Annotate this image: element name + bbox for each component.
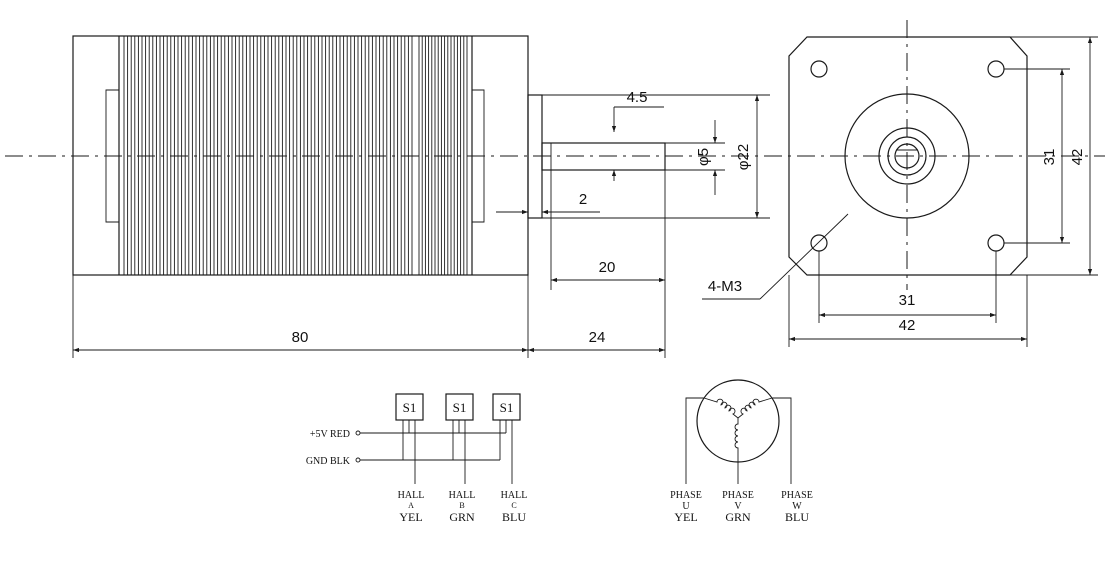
dim-hole-pitch-v: 31 (1041, 149, 1058, 166)
hall-a-label: HALL (398, 490, 425, 501)
hall-sensor-c: S1 (492, 393, 521, 484)
hall-wiring-diagram: S1 S1 S1 +5V RED GND BLK HALL A Y (306, 393, 528, 524)
coil-u-icon (703, 397, 739, 419)
hall-c-color: BLU (502, 510, 526, 524)
hall-c-letter: C (511, 501, 516, 510)
dim-flange-v: 42 (1069, 149, 1086, 166)
phase-w-color: BLU (785, 510, 809, 524)
dim-shaft-flat: 20 (599, 259, 616, 276)
dim-mount-holes: 4-M3 (708, 278, 742, 295)
coil-v-icon (734, 418, 739, 484)
hall-b-color: GRN (449, 510, 475, 524)
phase-u-letter: U (682, 501, 690, 512)
dim-body-length: 80 (292, 329, 309, 346)
dim-boss-depth: 2 (579, 191, 587, 208)
svg-text:S1: S1 (453, 400, 467, 415)
mount-hole-bl (810, 234, 828, 252)
hall-sensor-b: S1 (445, 393, 474, 484)
dim-shaft-length: 24 (589, 329, 606, 346)
phase-w-label: PHASE (781, 490, 813, 501)
svg-text:S1: S1 (500, 400, 514, 415)
dim-boss-dia: φ22 (735, 144, 752, 170)
phase-u-color: YEL (674, 510, 697, 524)
mount-hole-tl (810, 60, 828, 78)
hall-a-color: YEL (399, 510, 422, 524)
hall-c-label: HALL (501, 490, 528, 501)
dim-flat-depth: 4.5 (627, 89, 648, 106)
ground-label: GND BLK (306, 456, 351, 467)
hall-sensor-a: S1 (395, 393, 424, 484)
phase-u-label: PHASE (670, 490, 702, 501)
dim-hole-pitch-h: 31 (899, 292, 916, 309)
phase-v-label: PHASE (722, 490, 754, 501)
phase-v-letter: V (734, 501, 742, 512)
phase-wiring-diagram: PHASE U YEL PHASE V GRN PHASE W BLU (670, 379, 813, 524)
mount-hole-tr (987, 60, 1005, 78)
hall-a-letter: A (408, 501, 414, 510)
dim-flange-h: 42 (899, 317, 916, 334)
hall-b-letter: B (459, 501, 464, 510)
power-label: +5V RED (310, 429, 350, 440)
mount-hole-br (987, 234, 1005, 252)
svg-text:S1: S1 (403, 400, 417, 415)
phase-v-color: GRN (725, 510, 751, 524)
hall-b-label: HALL (449, 490, 476, 501)
dim-shaft-dia: φ5 (695, 148, 712, 166)
coil-w-icon (737, 397, 773, 419)
phase-w-letter: W (792, 501, 802, 512)
